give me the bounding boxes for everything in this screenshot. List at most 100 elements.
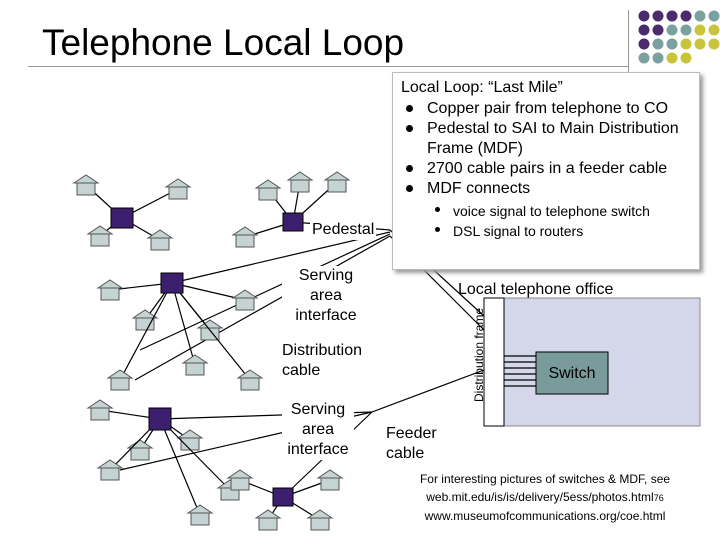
- house-icon: [290, 179, 310, 193]
- reference-note-line: For interesting pictures of switches & M…: [419, 472, 671, 486]
- house-roof-icon: [286, 171, 314, 181]
- house-icon: [320, 477, 340, 491]
- house-icon: [230, 477, 250, 491]
- title-divider-vertical: [628, 10, 629, 80]
- cable-line: [139, 233, 391, 351]
- serving-area-interface-node: [148, 407, 172, 431]
- switch-box: [535, 351, 609, 395]
- house-roof-icon: [146, 229, 174, 239]
- bullet-marker: [406, 105, 413, 112]
- house-icon: [100, 467, 120, 481]
- decorative-dot: [638, 10, 650, 22]
- decorative-dot: [708, 10, 720, 22]
- decorative-dot: [666, 52, 678, 64]
- bullet-marker: [406, 185, 413, 192]
- house-icon: [110, 377, 130, 391]
- house-roof-icon: [86, 399, 114, 409]
- drop-line: [171, 282, 251, 381]
- house-roof-icon: [323, 171, 351, 181]
- decorative-dot: [666, 38, 678, 50]
- house-icon: [327, 179, 347, 193]
- reference-link[interactable]: web.mit.edu/is/is/delivery/5ess/photos.h…: [426, 490, 654, 504]
- decorative-dot: [694, 10, 706, 22]
- cable-line: [371, 369, 485, 413]
- decorative-dot: [638, 24, 650, 36]
- drop-line: [159, 418, 201, 516]
- feeder-cable-label: Feeder cable: [386, 425, 437, 462]
- bullet-item: 2700 cable pairs in a feeder cable: [401, 159, 699, 179]
- drop-line: [171, 282, 196, 366]
- house-icon: [90, 233, 110, 247]
- house-roof-icon: [316, 469, 344, 479]
- house-roof-icon: [126, 439, 154, 449]
- cable-line: [171, 231, 391, 284]
- decorative-dot: [638, 52, 650, 64]
- title-divider-horizontal: [28, 66, 628, 67]
- switch-label: Switch: [548, 365, 596, 382]
- house-roof-icon: [181, 354, 209, 364]
- house-icon: [258, 187, 278, 201]
- bullet-box-heading: Local Loop: “Last Mile”: [401, 79, 563, 96]
- house-roof-icon: [236, 369, 264, 379]
- decorative-dot: [694, 24, 706, 36]
- bullet-marker: [406, 165, 413, 172]
- house-roof-icon: [231, 289, 259, 299]
- reference-note-line: web.mit.edu/is/is/delivery/5ess/photos.h…: [392, 488, 698, 507]
- house-roof-icon: [186, 504, 214, 514]
- house-roof-icon: [106, 369, 134, 379]
- house-icon: [220, 487, 240, 501]
- decorative-dot: [652, 52, 664, 64]
- house-icon: [190, 512, 210, 526]
- house-icon: [90, 407, 110, 421]
- decorative-dot-grid: [638, 10, 720, 64]
- house-icon: [240, 377, 260, 391]
- pedestal-node: [110, 207, 134, 229]
- house-icon: [135, 317, 155, 331]
- decorative-dot: [694, 38, 706, 50]
- bullet-marker: [406, 125, 413, 132]
- local-loop-bullet-box: Local Loop: “Last Mile” Copper pair from…: [392, 72, 700, 270]
- house-icon: [150, 237, 170, 251]
- house-icon: [258, 517, 278, 531]
- reference-link[interactable]: www.museumofcommunications.org/coe.html: [424, 509, 666, 523]
- house-roof-icon: [226, 469, 254, 479]
- decorative-dot: [680, 38, 692, 50]
- local-telephone-office-label: Local telephone office: [458, 281, 614, 298]
- house-roof-icon: [254, 179, 282, 189]
- decorative-dot: [652, 38, 664, 50]
- decorative-dot: [666, 24, 678, 36]
- decorative-dot: [708, 24, 720, 36]
- decorative-dot: [652, 10, 664, 22]
- bullet-item: Copper pair from telephone to CO: [401, 99, 699, 119]
- house-icon: [235, 297, 255, 311]
- house-icon: [180, 437, 200, 451]
- decorative-dot: [638, 38, 650, 50]
- bullet-marker: [435, 207, 440, 212]
- slide-title: Telephone Local Loop: [42, 22, 405, 63]
- house-icon: [130, 447, 150, 461]
- serving-area-interface-label-top: Serving area interface: [282, 266, 370, 326]
- house-icon: [76, 182, 96, 196]
- bullet-item: MDF connects: [401, 179, 699, 199]
- drop-line: [159, 418, 231, 491]
- drop-line: [171, 282, 246, 301]
- house-roof-icon: [86, 225, 114, 235]
- house-roof-icon: [96, 279, 124, 289]
- decorative-dot: [666, 10, 678, 22]
- serving-area-interface-node: [160, 272, 184, 294]
- house-icon: [185, 362, 205, 376]
- cable-line: [134, 235, 391, 381]
- distribution-frame-label: Distribution frame: [472, 307, 486, 403]
- house-icon: [200, 327, 220, 341]
- distribution-cable-label: Distribution cable: [282, 341, 365, 381]
- house-icon: [235, 234, 255, 248]
- house-roof-icon: [72, 174, 100, 184]
- bullet-item: Pedestal to SAI to Main Distribution Fra…: [401, 119, 699, 159]
- house-roof-icon: [254, 509, 282, 519]
- bullet-subitem: DSL signal to routers: [401, 221, 699, 241]
- house-icon: [100, 287, 120, 301]
- decorative-dot: [652, 24, 664, 36]
- house-roof-icon: [231, 226, 259, 236]
- pedestal-node: [272, 487, 294, 507]
